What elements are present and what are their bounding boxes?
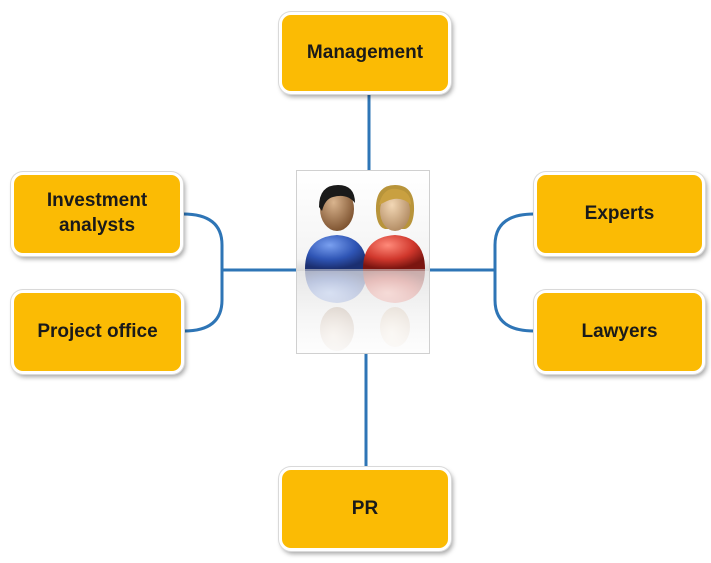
node-management: Management: [279, 12, 451, 94]
node-experts-label: Experts: [584, 202, 655, 224]
node-experts: Experts: [534, 172, 705, 256]
connector-right-bracket: [430, 212, 535, 333]
person-right: [363, 185, 425, 269]
node-lawyers-label: Lawyers: [581, 320, 658, 342]
node-project-office-label: Project office: [37, 320, 158, 342]
node-lawyers: Lawyers: [534, 290, 705, 374]
node-pr: PR: [279, 467, 451, 551]
node-investment-analysts: Investment analysts: [11, 172, 183, 256]
person-left: [305, 185, 367, 269]
node-investment-analysts-label: Investment analysts: [46, 190, 148, 236]
connector-left-bracket: [182, 212, 296, 333]
node-project-office: Project office: [11, 290, 184, 374]
node-management-label: Management: [306, 41, 424, 63]
two-people-icon: [296, 170, 430, 354]
node-pr-label: PR: [351, 497, 379, 519]
